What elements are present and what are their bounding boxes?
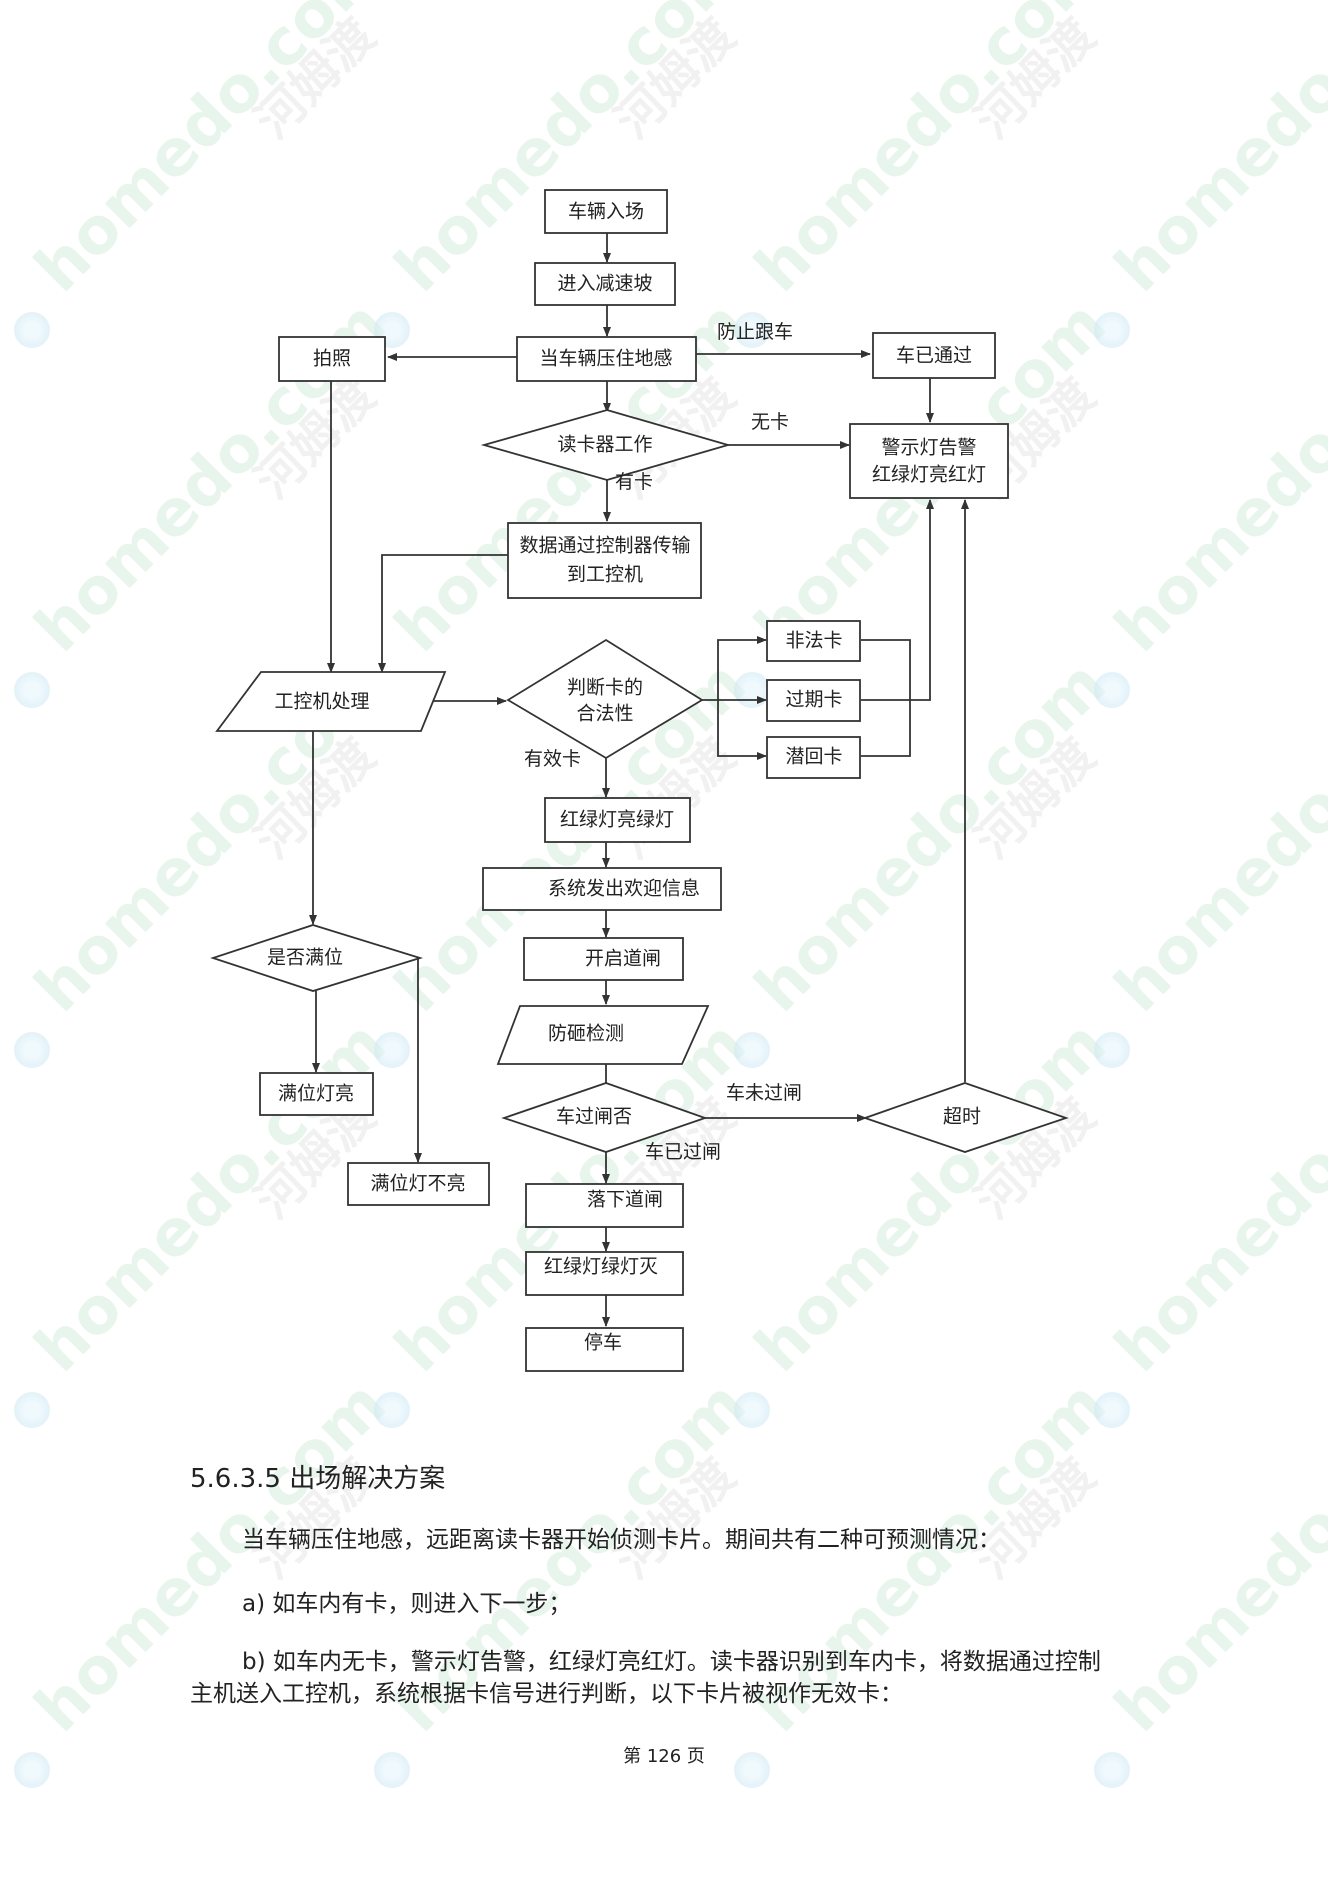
- label-judge-line2: 合法性: [576, 703, 633, 725]
- node-reader: [480, 409, 732, 481]
- node-expired: [766, 679, 861, 722]
- list-item-b: b) 如车内无卡，警示灯告警，红绿灯亮红灯。读卡器识别到车内卡，将数据通过控制主…: [190, 1649, 1101, 1707]
- node-green-on: [544, 797, 691, 843]
- label-transfer-line2: 到工控机: [567, 564, 643, 586]
- label-photo: 拍照: [313, 348, 351, 370]
- list-item-a: a) 如车内有卡，则进入下一步；: [242, 1591, 572, 1617]
- flow-shapes: [210, 189, 1069, 1372]
- label-full-check: 是否满位: [267, 947, 343, 969]
- connector: [861, 499, 934, 701]
- watermark-logo: [1094, 312, 1130, 348]
- node-returned: [766, 736, 861, 779]
- node-full-check: [210, 924, 424, 992]
- watermark-logo: [734, 312, 770, 348]
- node-photo: [278, 336, 386, 382]
- label-car-passed-gate: 车过闸否: [556, 1106, 632, 1128]
- label-open-gate: 开启道闸: [585, 948, 661, 970]
- node-anti-smash: [496, 1005, 710, 1065]
- label-anti-smash: 防砸检测: [548, 1023, 624, 1045]
- node-illegal: [766, 620, 861, 662]
- node-timeout: [862, 1082, 1069, 1153]
- label-welcome: 系统发出欢迎信息: [548, 878, 700, 900]
- watermark-logo: [1094, 1032, 1130, 1068]
- label-illegal: 非法卡: [785, 630, 842, 652]
- node-full-light-on: [259, 1072, 374, 1116]
- watermark-logo: [14, 1032, 50, 1068]
- node-open-gate: [523, 937, 684, 981]
- watermark-cn: 河姆渡: [964, 1447, 1107, 1590]
- node-transfer: [507, 522, 702, 599]
- flow-labels: 车辆入场 进入减速坡 当车辆压住地感 拍照 车已通过 读卡器工作 警示灯告警 红…: [267, 201, 986, 1354]
- label-reader: 读卡器工作: [557, 434, 652, 456]
- watermark-logo: [374, 1752, 410, 1788]
- label-green-on: 红绿灯亮绿灯: [560, 809, 674, 831]
- paragraph: 当车辆压住地感，远距离读卡器开始侦测卡片。期间共有二种可预测情况：: [242, 1527, 1001, 1553]
- watermark-cn: 河姆渡: [604, 1447, 747, 1590]
- edge-label-passed: 车已过闸: [645, 1141, 721, 1163]
- label-close-gate: 落下道闸: [587, 1189, 663, 1211]
- label-full-light-off: 满位灯不亮: [370, 1173, 465, 1195]
- node-green-off: [525, 1251, 684, 1296]
- node-passed: [872, 332, 996, 379]
- watermark-logo: [1094, 672, 1130, 708]
- label-ipc: 工控机处理: [274, 691, 369, 713]
- page-number: 第 126 页: [623, 1746, 705, 1767]
- parking-entry-flowchart: 车辆入场 进入减速坡 当车辆压住地感 拍照 车已通过 读卡器工作 警示灯告警 红…: [210, 189, 1069, 1372]
- watermark-logo: [1094, 1752, 1130, 1788]
- watermark-logo: [14, 1752, 50, 1788]
- edge-label-no-card: 无卡: [751, 411, 789, 433]
- node-sensor: [516, 336, 697, 382]
- connector: [378, 554, 508, 673]
- node-ipc: [215, 671, 447, 732]
- node-welcome: [482, 867, 722, 911]
- label-expired: 过期卡: [785, 689, 842, 711]
- watermark-logo: [374, 1032, 410, 1068]
- watermark-logo: [14, 1392, 50, 1428]
- watermark-logo: [374, 1392, 410, 1428]
- watermark-logo: [734, 1752, 770, 1788]
- label-passed: 车已通过: [896, 345, 972, 367]
- watermark-logo: [734, 1032, 770, 1068]
- watermark: homedo.com: [1101, 1367, 1328, 1747]
- connector: [702, 636, 767, 701]
- label-transfer-line1: 数据通过控制器传输: [519, 535, 690, 557]
- label-alarm-line1: 警示灯告警: [881, 437, 976, 459]
- node-car-passed-gate: [501, 1082, 708, 1153]
- flow-connectors: [309, 233, 969, 1327]
- node-entry: [544, 189, 668, 234]
- label-full-light-on: 满位灯亮: [278, 1083, 354, 1105]
- edge-label-not-passed: 车未过闸: [726, 1082, 802, 1104]
- label-entry: 车辆入场: [568, 201, 644, 223]
- edge-label-prevent-tailgate: 防止跟车: [717, 321, 793, 343]
- label-green-off: 红绿灯绿灯灭: [544, 1256, 658, 1278]
- label-stop: 停车: [584, 1332, 622, 1354]
- label-sensor: 当车辆压住地感: [539, 348, 672, 370]
- label-ramp: 进入减速坡: [557, 273, 652, 295]
- node-alarm: [849, 423, 1009, 499]
- watermark-logo: [1094, 1392, 1130, 1428]
- label-alarm-line2: 红绿灯亮红灯: [872, 464, 986, 486]
- watermark-logo: [14, 672, 50, 708]
- section-heading: 5.6.3.5 出场解决方案: [190, 1464, 446, 1494]
- watermark-logo: [14, 312, 50, 348]
- node-close-gate: [525, 1183, 684, 1228]
- label-timeout: 超时: [943, 1106, 981, 1128]
- node-judge: [506, 638, 704, 760]
- label-returned: 潜回卡: [785, 746, 842, 768]
- edge-label-valid-card: 有效卡: [524, 748, 581, 770]
- connector: [861, 639, 911, 757]
- label-judge-line1: 判断卡的: [567, 677, 643, 699]
- node-full-light-off: [347, 1162, 490, 1206]
- watermark-logo: [734, 1392, 770, 1428]
- node-ramp: [534, 262, 676, 306]
- node-stop: [525, 1327, 684, 1372]
- connector: [717, 700, 767, 760]
- edge-label-has-card: 有卡: [615, 471, 653, 493]
